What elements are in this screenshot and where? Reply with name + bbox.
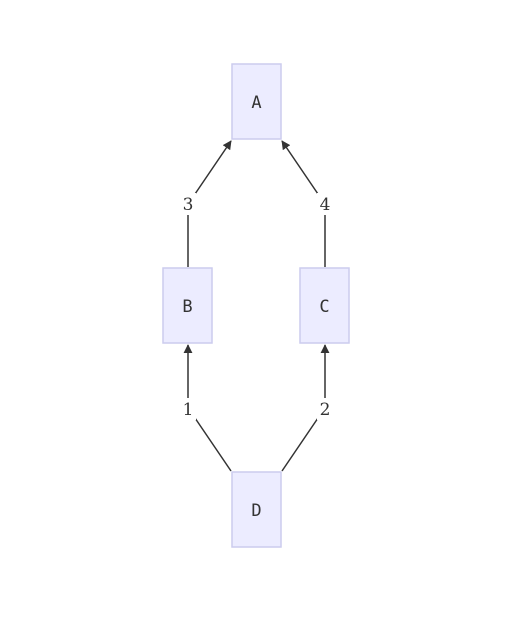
edge-label-2: 2	[320, 400, 331, 420]
edge-d-b: 1	[180, 344, 232, 472]
edges: 1 2 3 4	[180, 140, 333, 472]
node-b[interactable]: B	[162, 267, 213, 344]
edge-c-a: 4	[281, 140, 333, 267]
node-a-label: A	[251, 93, 261, 113]
node-a-box	[231, 63, 282, 140]
edge-label-4: 4	[320, 195, 331, 215]
node-c[interactable]: C	[299, 267, 350, 344]
edge-d-c: 2	[281, 344, 333, 472]
edge-label-1: 1	[183, 400, 194, 420]
node-c-box	[299, 267, 350, 344]
node-a[interactable]: A	[231, 63, 282, 140]
edge-b-a: 3	[180, 140, 232, 267]
node-d[interactable]: D	[231, 471, 282, 548]
node-b-box	[162, 267, 213, 344]
edge-label-3: 3	[183, 195, 194, 215]
nodes: A B C D	[162, 63, 350, 548]
node-b-label: B	[182, 297, 192, 317]
node-d-label: D	[251, 501, 261, 521]
node-d-box	[231, 471, 282, 548]
node-c-label: C	[319, 297, 329, 317]
